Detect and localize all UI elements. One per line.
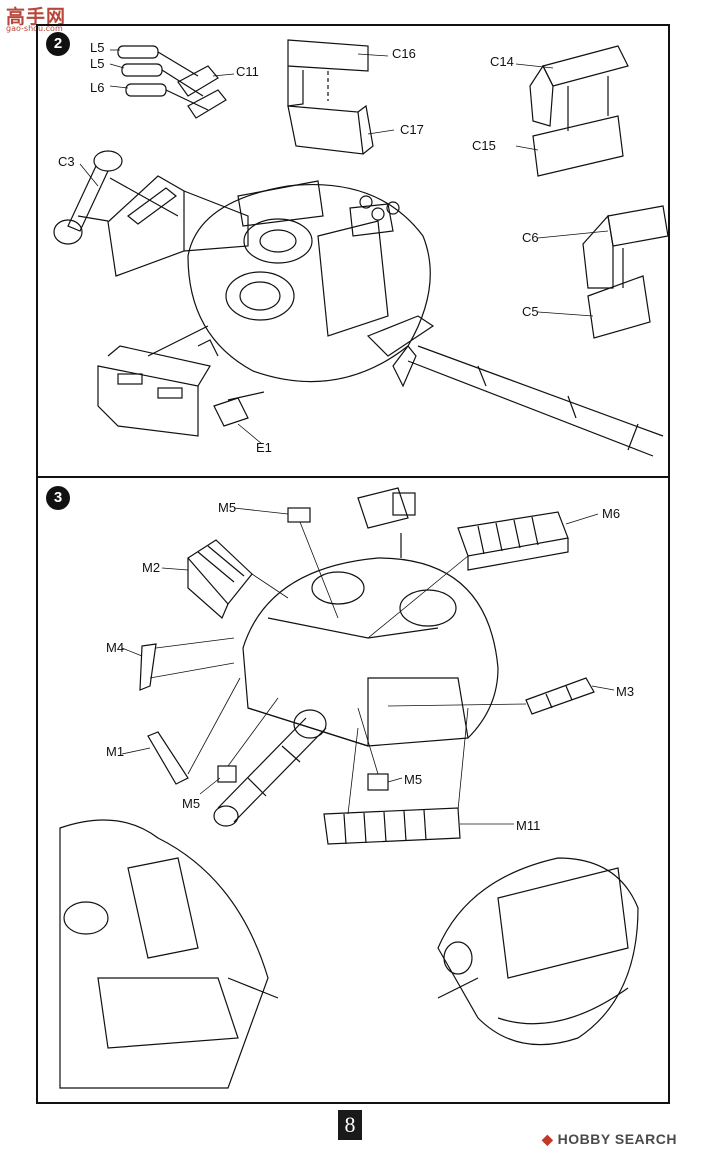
step-3-illustration (59, 487, 639, 1089)
label-m5-left: M5 (182, 796, 201, 811)
label-m11: M11 (516, 818, 541, 833)
label-c11: C11 (236, 64, 259, 79)
label-m6: M6 (602, 506, 621, 521)
armor-blocks-m3 (387, 677, 595, 715)
armor-block-m5-top (287, 507, 339, 619)
turret-top-view (242, 487, 499, 747)
label-m5-center: M5 (404, 772, 423, 787)
label-c15: C15 (472, 138, 496, 153)
label-c3: C3 (58, 154, 75, 169)
turret-gun-barrel (213, 709, 327, 827)
rear-box-e1 (97, 325, 219, 437)
armor-blocks-m2 (187, 539, 289, 619)
main-gun-barrel (407, 345, 664, 457)
label-l5-top: L5 (90, 40, 105, 55)
label-c5: C5 (522, 304, 539, 319)
armor-block-m4 (139, 637, 235, 691)
site-logo-text: 高手网 (6, 6, 67, 28)
label-l6: L6 (90, 80, 105, 95)
turret-assembly (187, 180, 435, 388)
step-3-panel: 3 (36, 476, 670, 1104)
label-m3: M3 (616, 684, 635, 699)
armor-blocks-m6 (367, 511, 569, 639)
label-m5-top: M5 (218, 500, 237, 515)
hobby-search-text: HOBBY SEARCH (557, 1131, 677, 1147)
hobby-search-watermark: ◆ HOBBY SEARCH (542, 1131, 677, 1148)
site-logo: 高手网 gao-shou.com (4, 2, 74, 36)
completed-view-right (437, 857, 639, 1046)
label-l5-bottom: L5 (90, 56, 105, 71)
armor-blocks-m11 (323, 707, 469, 845)
hobby-search-logo-icon: ◆ (542, 1131, 558, 1147)
searchlight-c3 (53, 150, 179, 245)
leader-lines (79, 49, 609, 445)
label-c14: C14 (490, 54, 514, 69)
step-3-leader-lines (121, 507, 615, 825)
armor-blocks-m1 (147, 677, 241, 785)
storage-bin-c16-c17 (287, 39, 374, 155)
label-c16: C16 (392, 46, 416, 61)
step-2-number: 2 (46, 32, 70, 56)
label-c6: C6 (522, 230, 539, 245)
storage-bin-c5-c6 (582, 205, 668, 339)
step-2-illustration (53, 39, 668, 457)
storage-bin-c14-c15 (529, 45, 629, 177)
label-m4: M4 (106, 640, 125, 655)
site-logo-url: gao-shou.com (6, 24, 63, 33)
armor-block-m5-left (217, 697, 279, 783)
step-3-number: 3 (46, 486, 70, 510)
smoke-launcher-parts (117, 45, 227, 119)
armor-block-m5-center (357, 707, 389, 791)
step-2-panel: 2 (36, 24, 670, 478)
side-box-left (107, 175, 249, 277)
small-part-e1 (213, 391, 265, 427)
label-c17: C17 (400, 122, 424, 137)
completed-view-left (59, 819, 279, 1089)
label-m2: M2 (142, 560, 161, 575)
label-m1: M1 (106, 744, 125, 759)
page-number: 8 (338, 1110, 362, 1140)
label-e1: E1 (256, 440, 272, 455)
